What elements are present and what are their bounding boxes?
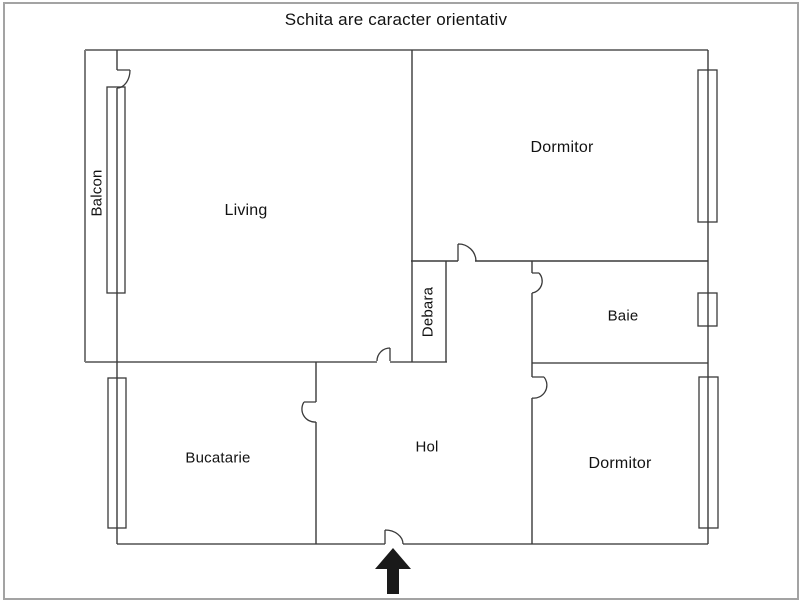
door-arc-dormitor-top: [457, 243, 477, 262]
room-label-dormitor-top: Dormitor: [530, 139, 594, 156]
interior-walls: [116, 50, 709, 544]
entrance-arrow-icon: [375, 548, 411, 594]
door-arc-bucatarie: [301, 401, 317, 423]
window-symbol-bucatarie: [107, 377, 127, 529]
door-arc-baie: [531, 272, 543, 294]
window-symbol-dormitor-top: [697, 69, 718, 223]
room-label-living: Living: [224, 202, 268, 219]
room-label-dormitor-bottom: Dormitor: [588, 455, 652, 472]
door-arc-entrance: [384, 529, 404, 545]
room-label-baie: Baie: [607, 307, 639, 325]
window-symbol-baie: [697, 292, 718, 327]
windows: [106, 69, 719, 529]
window-symbol-dormitor-bottom: [698, 376, 719, 529]
page-title: Schita are caracter orientativ: [284, 10, 508, 29]
room-label-debara: Debara: [419, 286, 437, 338]
door-arc-living: [376, 347, 391, 362]
room-label-bucatarie: Bucatarie: [185, 449, 251, 467]
window-symbol-balcon: [106, 86, 126, 294]
room-label-balcon: Balcon: [88, 169, 106, 217]
doors: [116, 69, 548, 545]
room-label-hol: Hol: [415, 438, 439, 456]
door-arc-dormitor-bottom: [531, 376, 548, 399]
door-arc-balcon: [116, 69, 131, 89]
outer-walls: [84, 49, 708, 545]
